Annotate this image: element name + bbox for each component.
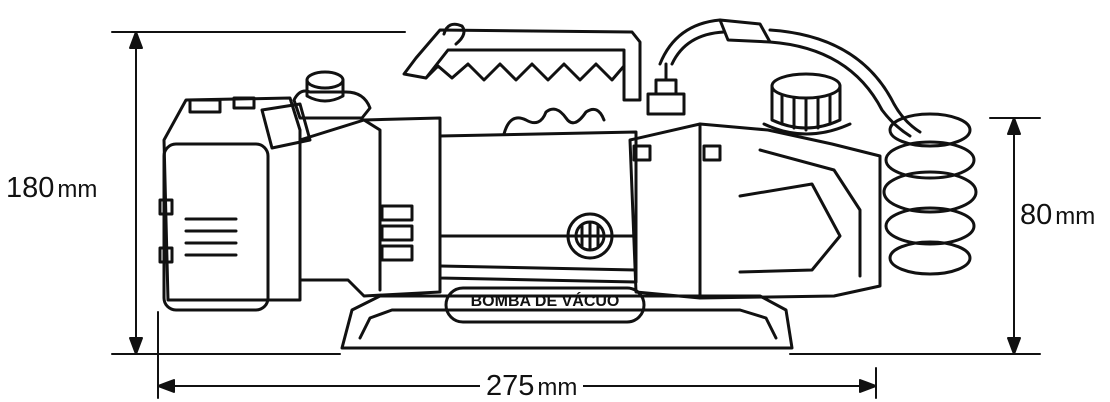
coiled-hose [882,112,978,276]
height-total-unit: mm [57,176,98,203]
oil-cap-right [762,72,852,136]
hose [658,18,922,138]
pump-head [628,122,882,300]
dimension-80mm [789,117,1041,355]
length-value: 275 [486,370,535,402]
coil-behind [502,107,606,136]
oil-cap-left [292,70,372,120]
motor-housing [298,116,442,298]
battery-pack [158,96,312,312]
carry-handle [402,22,642,102]
height-total-value: 180 [6,172,55,204]
height-tank-unit: mm [1055,203,1096,230]
dimension-180mm [111,31,406,355]
outlet-fitting [646,62,686,116]
length-unit: mm [537,374,578,401]
motor-cylinder [438,130,638,284]
badge-plate [444,286,646,324]
product-badge-label: BOMBA DE VÁCUO [470,293,620,310]
height-tank-value: 80 [1020,199,1053,231]
